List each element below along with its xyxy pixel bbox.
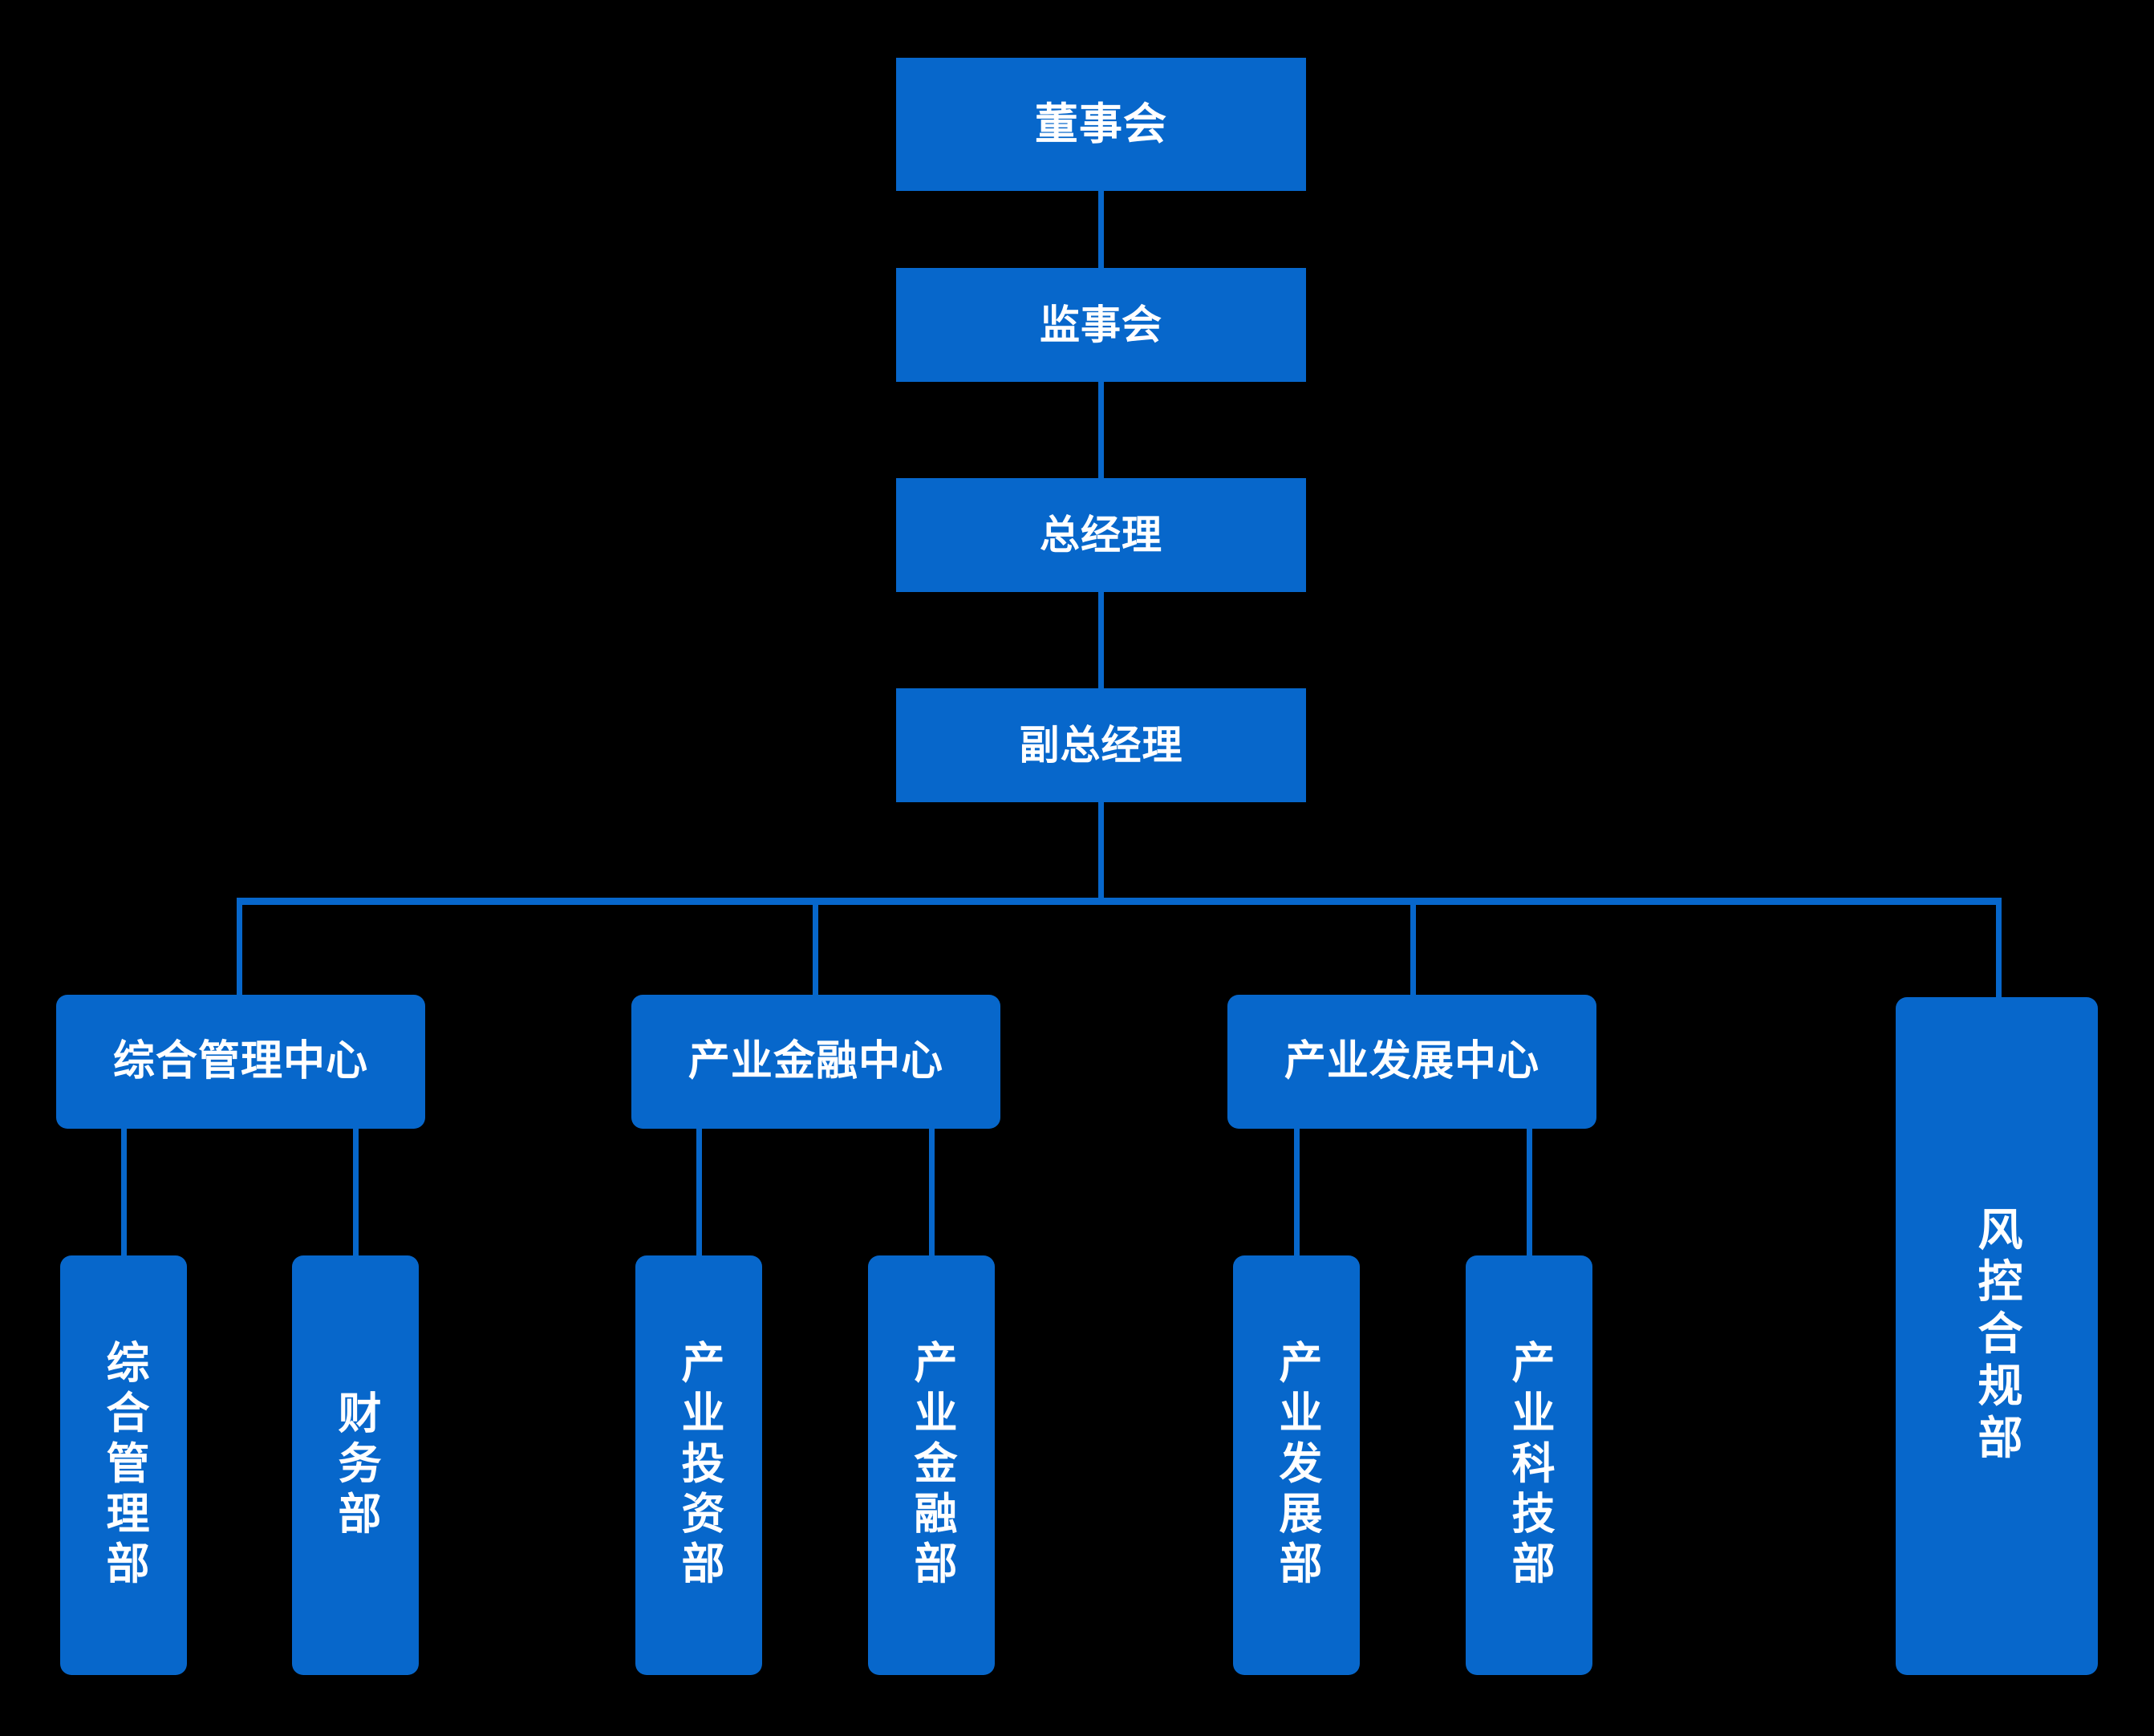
node-comprehensive-management-center[interactable]: 综合管理中心 — [56, 995, 425, 1129]
node-deputy-general-manager[interactable]: 副总经理 — [896, 688, 1306, 802]
node-industrial-finance-dept[interactable]: 产业金融部 — [868, 1255, 995, 1675]
connector-development-center-to-development-dept — [1294, 1129, 1300, 1261]
node-label-industrial-development-center: 产业发展中心 — [1284, 1038, 1540, 1085]
connector-bus-to-comprehensive-center — [237, 898, 242, 1000]
connector-bus-to-risk-control — [1996, 898, 2002, 1000]
connector-comprehensive-center-to-comprehensive-dept — [121, 1129, 127, 1261]
node-label-board-of-directors: 董事会 — [1034, 99, 1168, 148]
node-risk-control-compliance-dept[interactable]: 风控合规部 — [1896, 997, 2098, 1675]
node-label-comprehensive-management-dept: 综合管理部 — [99, 1339, 148, 1592]
node-label-board-of-supervisors: 监事会 — [1040, 302, 1162, 347]
node-industrial-investment-dept[interactable]: 产业投资部 — [635, 1255, 762, 1675]
node-industrial-development-center[interactable]: 产业发展中心 — [1227, 995, 1596, 1129]
node-label-deputy-general-manager: 副总经理 — [1019, 723, 1183, 768]
node-label-comprehensive-management-center: 综合管理中心 — [112, 1038, 369, 1085]
connector-supervisors-to-gm — [1098, 382, 1104, 478]
node-label-finance-dept: 财务部 — [331, 1389, 379, 1541]
node-industrial-finance-center[interactable]: 产业金融中心 — [631, 995, 1000, 1129]
node-comprehensive-management-dept[interactable]: 综合管理部 — [60, 1255, 187, 1675]
node-board-of-directors[interactable]: 董事会 — [896, 58, 1306, 191]
node-label-industrial-technology-dept: 产业科技部 — [1505, 1339, 1553, 1592]
node-industrial-technology-dept[interactable]: 产业科技部 — [1466, 1255, 1592, 1675]
connector-development-center-to-technology-dept — [1527, 1129, 1532, 1261]
connector-finance-center-to-investment-dept — [696, 1129, 702, 1261]
node-label-risk-control-compliance-dept: 风控合规部 — [1972, 1206, 2022, 1466]
connector-dgm-to-bus — [1098, 802, 1104, 903]
connector-level5-bus — [237, 898, 2002, 905]
connector-board-to-supervisors — [1098, 191, 1104, 268]
node-finance-dept[interactable]: 财务部 — [292, 1255, 419, 1675]
connector-gm-to-dgm — [1098, 592, 1104, 688]
node-label-industrial-development-dept: 产业发展部 — [1272, 1339, 1320, 1592]
connector-bus-to-development-center — [1410, 898, 1416, 1000]
connector-comprehensive-center-to-finance-dept — [353, 1129, 359, 1261]
connector-bus-to-finance-center — [813, 898, 818, 1000]
node-label-industrial-finance-center: 产业金融中心 — [688, 1038, 944, 1085]
node-label-general-manager: 总经理 — [1040, 513, 1162, 558]
connector-finance-center-to-finance-dept — [929, 1129, 935, 1261]
node-general-manager[interactable]: 总经理 — [896, 478, 1306, 592]
node-board-of-supervisors[interactable]: 监事会 — [896, 268, 1306, 382]
node-label-industrial-investment-dept: 产业投资部 — [675, 1339, 723, 1592]
node-label-industrial-finance-dept: 产业金融部 — [907, 1339, 955, 1592]
node-industrial-development-dept[interactable]: 产业发展部 — [1233, 1255, 1360, 1675]
